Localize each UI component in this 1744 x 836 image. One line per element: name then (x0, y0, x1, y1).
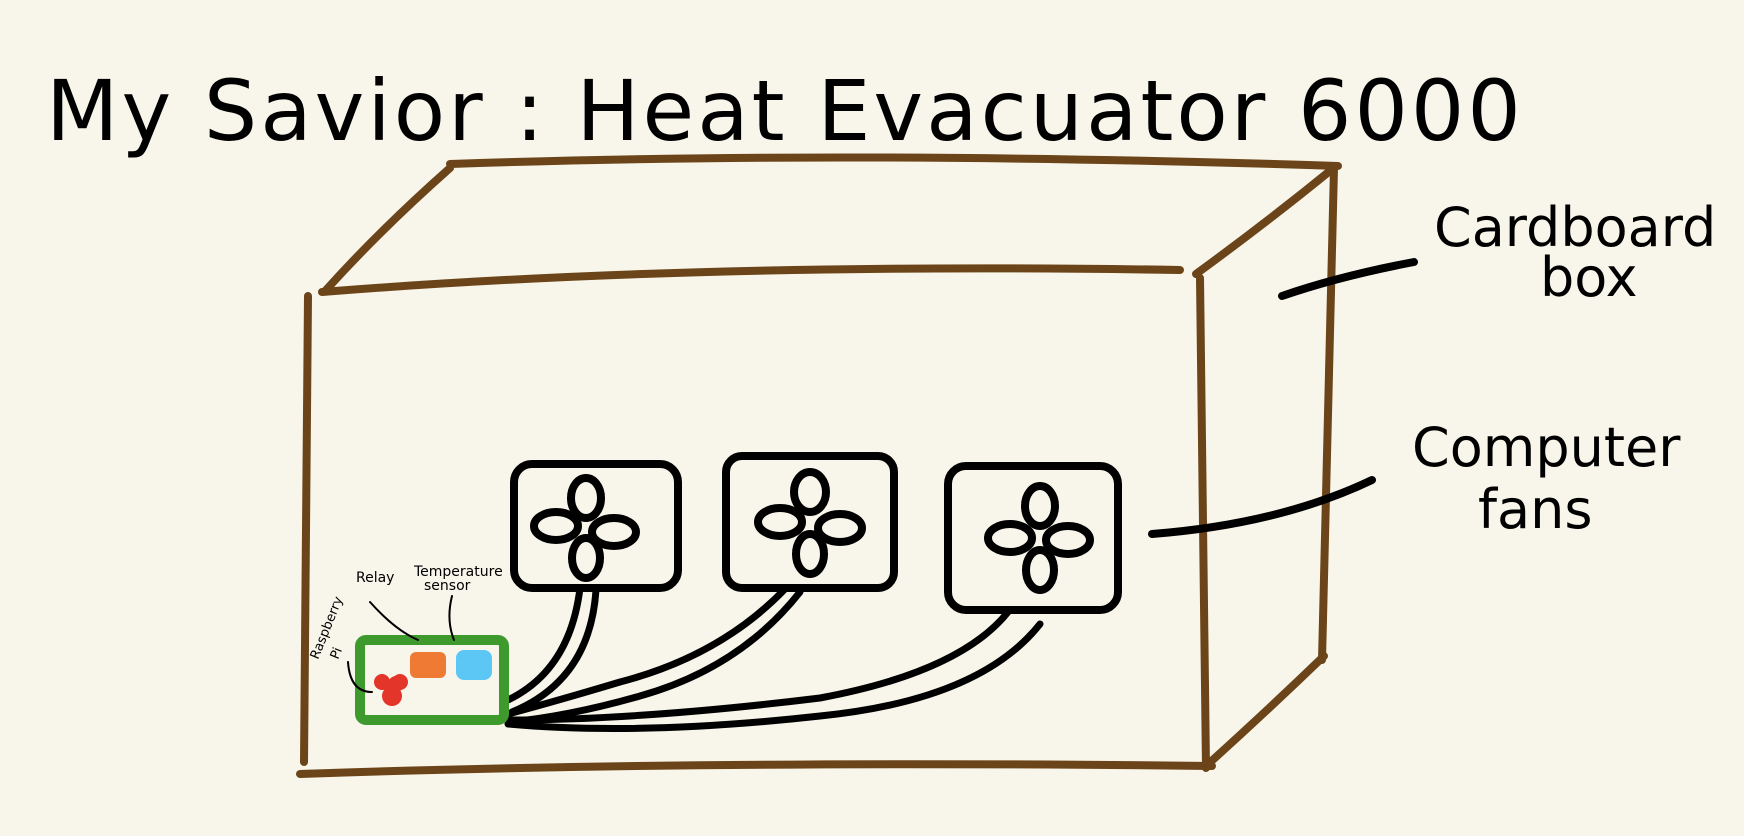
fan-3 (944, 462, 1122, 614)
box-right-bottom-diagonal (1202, 652, 1328, 770)
relay-block (410, 652, 446, 678)
box-left-top-diagonal (322, 164, 454, 294)
temperature-sensor-label-line-2: sensor (424, 578, 471, 594)
box-front-right-edge (1196, 274, 1210, 772)
fan-2-blades-icon (754, 468, 866, 578)
box-back-right-edge (1318, 164, 1338, 664)
board-outline (355, 635, 509, 725)
cardboard-box-label-line-2: box (1540, 246, 1638, 309)
raspberry-pi-mark (374, 674, 408, 706)
wire-fan-3-a (504, 608, 1012, 724)
component-leader-lines (347, 595, 455, 693)
wire-fan-1-b (508, 586, 600, 716)
box-right-top-diagonal (1192, 162, 1340, 278)
fan-wires (504, 584, 1044, 732)
temperature-sensor-label-line-1: Temperature (413, 564, 503, 580)
control-board (355, 635, 509, 725)
sensor-leader (448, 595, 455, 641)
cardboard-box-label-line-1: Cardboard (1434, 196, 1716, 259)
fan-2-frame (722, 452, 898, 592)
computer-fans-label-line-2: fans (1478, 478, 1592, 541)
cardboard-box-callout-line (1278, 258, 1418, 300)
box-back-top-edge (446, 153, 1342, 170)
fan-3-frame (944, 462, 1122, 614)
box-front-left-edge (300, 292, 312, 766)
relay-label: Relay (356, 570, 394, 586)
wire-fan-3-b (504, 620, 1044, 732)
sensor-block (456, 650, 492, 680)
box-front-bottom-edge (296, 760, 1216, 778)
fan-2 (722, 452, 898, 592)
relay-leader (369, 601, 419, 641)
fan-1-blades-icon (530, 474, 640, 582)
wire-fan-2-a (504, 586, 788, 718)
wire-fan-1-a (504, 584, 584, 704)
computer-fans-label-line-1: Computer (1412, 416, 1681, 479)
computer-fans-callout-line (1148, 476, 1376, 538)
diagram-title: My Savior : Heat Evacuator 6000 (46, 62, 1524, 160)
box-front-top-edge (318, 264, 1184, 296)
raspberry-pi-label-line-2: Pi (328, 646, 346, 662)
callout-lines (1148, 258, 1418, 538)
cardboard-box (296, 153, 1342, 778)
computer-fans (510, 452, 1122, 614)
pi-leader (347, 661, 373, 693)
fan-1 (510, 460, 682, 592)
fan-3-blades-icon (984, 482, 1094, 594)
